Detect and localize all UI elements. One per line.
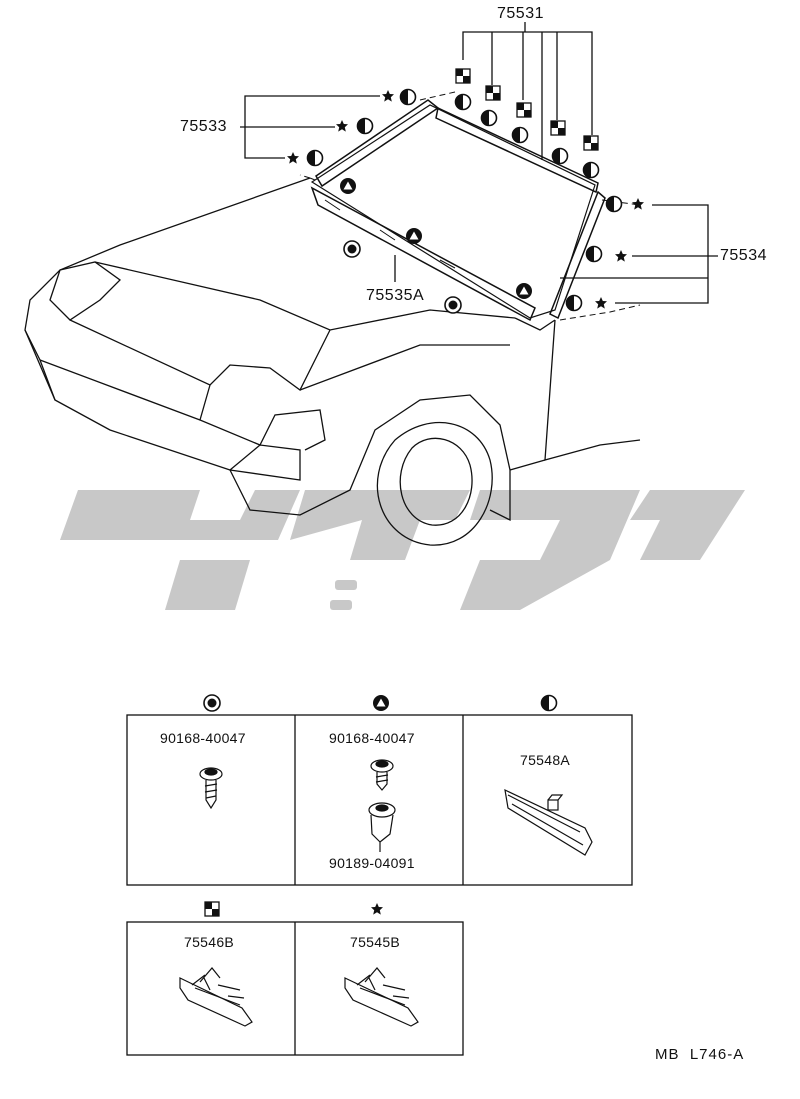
target-circle-icon xyxy=(203,694,221,712)
triangle-icon xyxy=(516,283,532,299)
star-icon xyxy=(371,903,383,915)
star-icon xyxy=(595,297,607,309)
half-circle-icon xyxy=(605,195,623,213)
part-label-75531: 75531 xyxy=(497,5,544,22)
star-icon xyxy=(632,198,644,210)
half-circle-icon xyxy=(356,117,374,135)
half-circle-icon xyxy=(306,149,324,167)
cell-label-checker: 75546B xyxy=(184,934,235,950)
star-icon xyxy=(615,250,627,262)
half-circle-icon xyxy=(480,109,498,127)
half-circle-icon xyxy=(540,694,558,712)
triangle-icon xyxy=(340,178,356,194)
star-icon xyxy=(336,120,348,132)
part-label-75535A: 75535A xyxy=(366,287,425,304)
grommet-part xyxy=(368,802,396,852)
triangle-icon xyxy=(406,228,422,244)
checker-icon xyxy=(583,135,599,151)
half-circle-icon xyxy=(585,245,603,263)
half-circle-icon xyxy=(511,126,529,144)
clip-part-75548A xyxy=(504,788,593,856)
screw-part-2 xyxy=(370,759,394,791)
checker-icon xyxy=(516,102,532,118)
half-circle-icon xyxy=(551,147,569,165)
leader-75533 xyxy=(240,95,380,159)
cell-label-circle: 90168-40047 xyxy=(160,730,246,746)
checker-icon xyxy=(550,120,566,136)
screw-part xyxy=(199,767,223,810)
part-label-75534: 75534 xyxy=(720,247,767,264)
watermark xyxy=(60,490,745,610)
triangle-icon xyxy=(373,695,389,711)
car-outline xyxy=(24,177,641,546)
cell-label-star: 75545B xyxy=(350,934,401,950)
clip-part-75545B xyxy=(344,967,419,1027)
checker-icon xyxy=(204,901,220,917)
leader-75534 xyxy=(560,204,718,304)
part-label-75533: 75533 xyxy=(180,118,227,135)
star-icon xyxy=(287,152,299,164)
drawing-code: MB L746-A xyxy=(655,1046,745,1063)
leader-75531 xyxy=(462,22,593,160)
checker-icon xyxy=(485,85,501,101)
checker-icon xyxy=(455,68,471,84)
cell-label-triangle-top: 90168-40047 xyxy=(329,730,415,746)
target-circle-icon xyxy=(444,296,462,314)
half-circle-icon xyxy=(399,88,417,106)
target-circle-icon xyxy=(343,240,361,258)
half-circle-icon xyxy=(454,93,472,111)
star-icon xyxy=(382,90,394,102)
dash-lines xyxy=(299,91,641,321)
cell-label-triangle-bottom: 90189-04091 xyxy=(329,855,415,871)
parts-table xyxy=(126,714,633,1056)
half-circle-icon xyxy=(565,294,583,312)
cell-label-half: 75548A xyxy=(520,752,571,768)
windshield xyxy=(310,99,606,322)
half-circle-icon xyxy=(582,161,600,179)
clip-part-75546B xyxy=(179,967,253,1027)
